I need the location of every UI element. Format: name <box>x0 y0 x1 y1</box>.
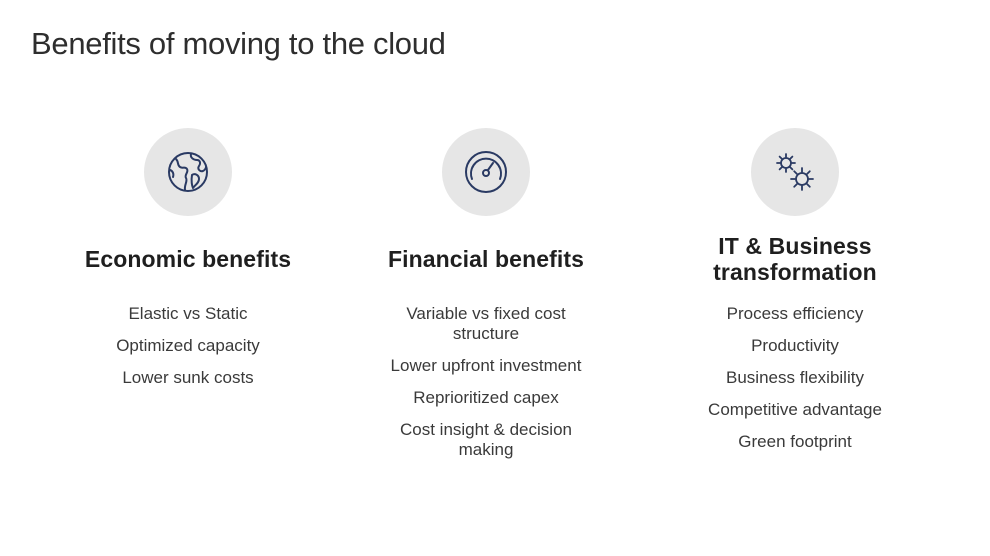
column-economic-benefits: Economic benefits Elastic vs Static Opti… <box>38 128 338 400</box>
list-item: Reprioritized capex <box>413 388 559 407</box>
benefit-list: Variable vs fixed cost structure Lower u… <box>336 304 636 460</box>
column-it-business-transformation: IT & Business transformation Process eff… <box>645 128 945 464</box>
list-item: Lower sunk costs <box>122 368 254 387</box>
list-item: Productivity <box>751 336 839 355</box>
column-financial-benefits: Financial benefits Variable vs fixed cos… <box>336 128 636 472</box>
benefit-list: Elastic vs Static Optimized capacity Low… <box>38 304 338 388</box>
gears-icon <box>776 153 814 191</box>
list-item: Elastic vs Static <box>128 304 248 323</box>
globe-icon <box>168 152 208 192</box>
list-item: Process efficiency <box>726 304 864 323</box>
list-item: Business flexibility <box>726 368 864 387</box>
column-heading: Economic benefits <box>84 246 292 272</box>
gauge-icon <box>465 151 507 193</box>
list-item: Lower upfront investment <box>390 356 582 375</box>
benefit-list: Process efficiency Productivity Business… <box>645 304 945 452</box>
list-item: Cost insight & decision making <box>400 420 572 459</box>
list-item: Optimized capacity <box>116 336 260 355</box>
list-item: Green footprint <box>738 432 852 451</box>
gears-icon-circle <box>751 128 839 216</box>
list-item: Competitive advantage <box>708 400 882 419</box>
gauge-icon-circle <box>442 128 530 216</box>
list-item: Variable vs fixed cost structure <box>406 304 566 343</box>
column-heading: IT & Business transformation <box>713 233 877 285</box>
column-heading: Financial benefits <box>387 246 585 272</box>
globe-icon-circle <box>144 128 232 216</box>
slide-title: Benefits of moving to the cloud <box>31 26 446 61</box>
